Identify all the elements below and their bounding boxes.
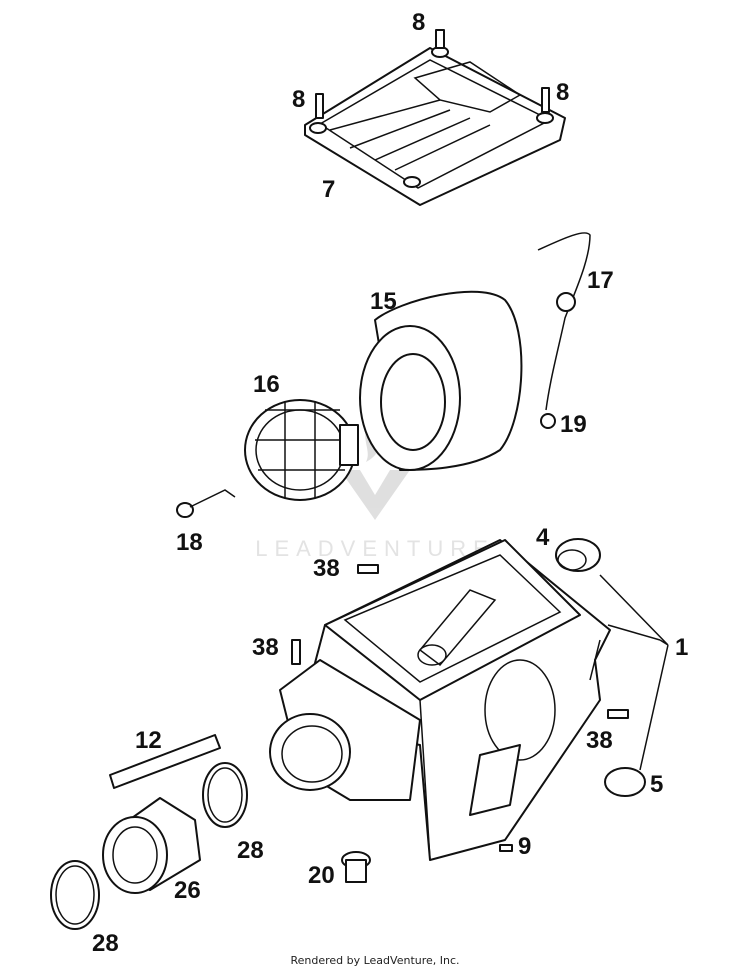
callout-28-upper: 28 — [237, 837, 264, 864]
callout-20: 20 — [308, 862, 335, 889]
hose-clamp-upper — [202, 762, 248, 828]
callout-9: 9 — [518, 833, 531, 860]
callout-5: 5 — [650, 771, 663, 798]
screw-38-left — [291, 639, 301, 665]
retaining-wire — [537, 232, 591, 411]
watermark: LEADVENTURE — [255, 420, 495, 561]
screw-38-top — [357, 564, 379, 574]
callout-8-left: 8 — [292, 86, 305, 113]
callout-8-right: 8 — [556, 79, 569, 106]
callout-19: 19 — [560, 411, 587, 438]
callout-15: 15 — [370, 288, 397, 315]
callout-7: 7 — [322, 176, 335, 203]
wire-nut-19 — [540, 413, 556, 429]
callout-1-leaders — [599, 574, 669, 771]
callout-16: 16 — [253, 371, 280, 398]
vent-hose — [109, 734, 221, 789]
callout-38-right: 38 — [586, 727, 613, 754]
screw-9 — [499, 844, 513, 852]
airbox-housing — [269, 539, 661, 861]
callout-12: 12 — [135, 727, 162, 754]
drain-plug-20 — [341, 851, 371, 883]
footer-credit: Rendered by LeadVenture, Inc. — [290, 954, 460, 967]
callout-26: 26 — [174, 877, 201, 904]
filter-bolt — [176, 489, 236, 518]
screw-38-right — [607, 709, 629, 719]
callout-4: 4 — [536, 524, 550, 551]
cover-screws — [315, 29, 550, 119]
watermark-text: LEADVENTURE — [255, 536, 495, 561]
wire-clamp — [556, 292, 576, 312]
callout-38-top: 38 — [313, 555, 340, 582]
callout-38-left: 38 — [252, 634, 279, 661]
hose-clamp-lower — [50, 860, 100, 930]
airbox-cover — [304, 46, 566, 206]
plug-cap-4 — [555, 538, 601, 572]
callout-1: 1 — [675, 634, 688, 661]
plug-cap-5 — [604, 767, 646, 797]
callout-28-lower: 28 — [92, 930, 119, 957]
air-filter — [359, 290, 523, 471]
callout-17: 17 — [587, 267, 614, 294]
filter-cage — [244, 399, 359, 501]
intake-boot — [102, 797, 201, 894]
callout-8-top: 8 — [412, 9, 425, 36]
callout-18: 18 — [176, 529, 203, 556]
